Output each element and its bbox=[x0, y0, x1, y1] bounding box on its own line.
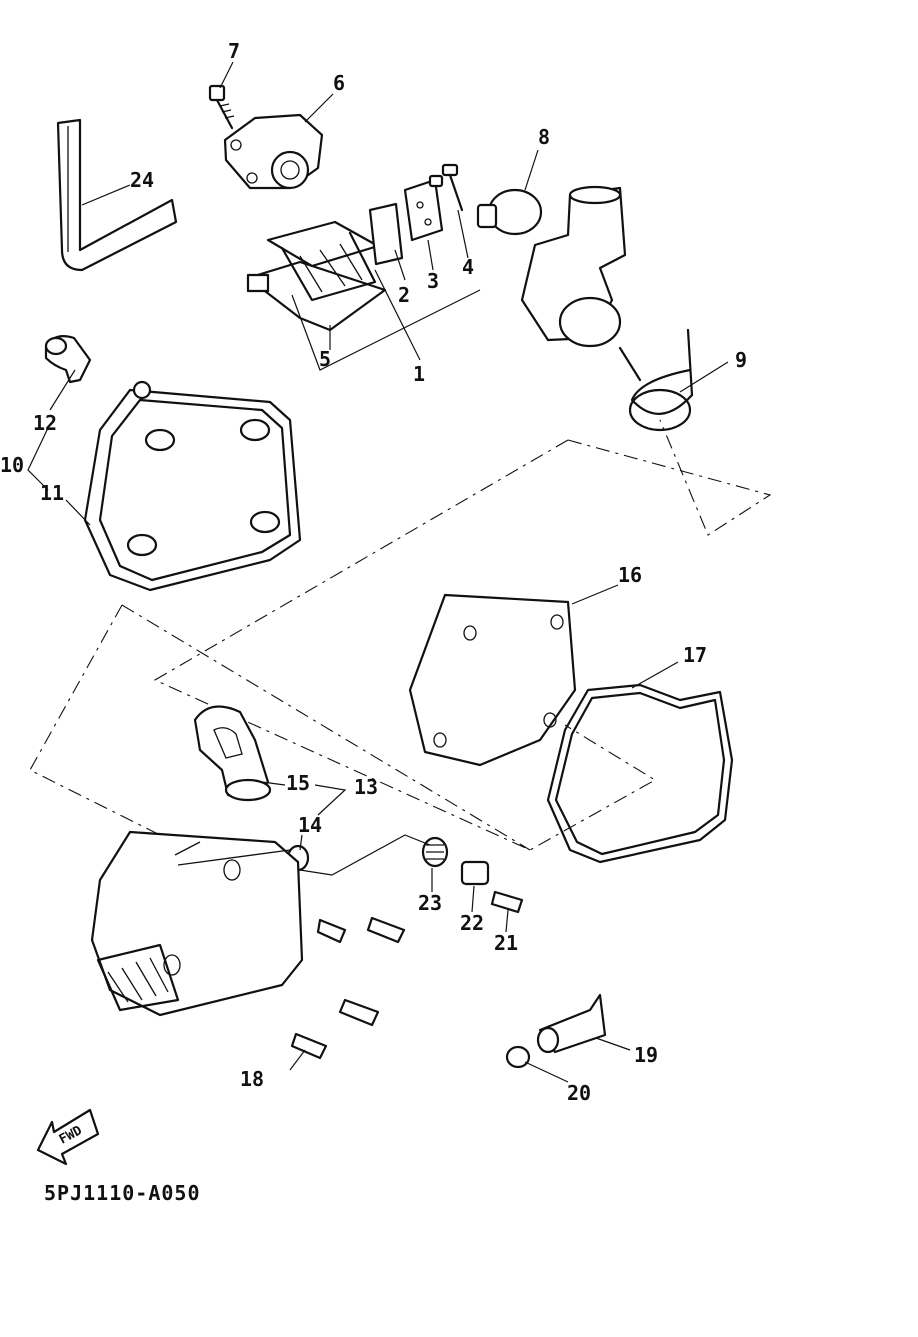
callout-17: 17 bbox=[683, 643, 707, 667]
part-16-element bbox=[408, 593, 577, 767]
callout-11: 11 bbox=[40, 481, 64, 505]
callout-14: 14 bbox=[298, 813, 322, 837]
callout-1: 1 bbox=[413, 362, 425, 386]
part-9-clip bbox=[618, 328, 694, 432]
callout-3: 3 bbox=[427, 269, 439, 293]
fwd-arrow-icon bbox=[36, 1108, 100, 1166]
fwd-arrow: FWD bbox=[36, 1108, 100, 1166]
part-5-gasket bbox=[246, 260, 387, 332]
carburetor-body bbox=[520, 185, 627, 348]
callout-2: 2 bbox=[398, 283, 410, 307]
part-2-reed bbox=[368, 202, 404, 266]
part-6-housing bbox=[223, 113, 324, 190]
diagram-code: 5PJ1110-A050 bbox=[44, 1181, 201, 1205]
callout-4: 4 bbox=[462, 255, 474, 279]
callouts: 7 6 8 24 2 3 4 5 1 9 12 10 11 16 17 15 1… bbox=[0, 39, 747, 1105]
part-19-drain bbox=[536, 993, 607, 1054]
part-20-cap bbox=[505, 1045, 531, 1069]
part-21-screw bbox=[490, 890, 524, 914]
callout-23: 23 bbox=[418, 891, 442, 915]
callout-21: 21 bbox=[494, 931, 518, 955]
callout-8: 8 bbox=[538, 125, 550, 149]
callout-18: 18 bbox=[240, 1067, 264, 1091]
callout-20: 20 bbox=[567, 1081, 591, 1105]
part-1-reed-valve bbox=[266, 220, 380, 302]
leader-lines bbox=[27, 61, 729, 1083]
part-4-screw bbox=[428, 163, 464, 212]
callout-16: 16 bbox=[618, 563, 642, 587]
part-13-cover bbox=[90, 830, 304, 1017]
part-15-duct bbox=[193, 705, 272, 802]
callout-15: 15 bbox=[286, 771, 310, 795]
part-22-collar bbox=[460, 860, 490, 886]
part-8-clamp bbox=[476, 188, 543, 236]
part-3-stopper bbox=[403, 178, 444, 242]
callout-6: 6 bbox=[333, 71, 345, 95]
callout-9: 9 bbox=[735, 348, 747, 372]
callout-13: 13 bbox=[354, 775, 378, 799]
part-24-hose bbox=[56, 118, 178, 272]
part-11-case bbox=[83, 380, 302, 592]
callout-19: 19 bbox=[634, 1043, 658, 1067]
callout-10: 10 bbox=[0, 453, 24, 477]
callout-12: 12 bbox=[33, 411, 57, 435]
part-23-grommet bbox=[421, 836, 449, 868]
callout-22: 22 bbox=[460, 911, 484, 935]
callout-24: 24 bbox=[130, 168, 154, 192]
part-18-screws bbox=[290, 916, 406, 1060]
callout-7: 7 bbox=[228, 39, 240, 63]
part-7-bolt bbox=[208, 84, 235, 130]
part-17-seal bbox=[546, 683, 734, 864]
part-12-elbow bbox=[44, 335, 92, 384]
callout-5: 5 bbox=[319, 347, 331, 371]
